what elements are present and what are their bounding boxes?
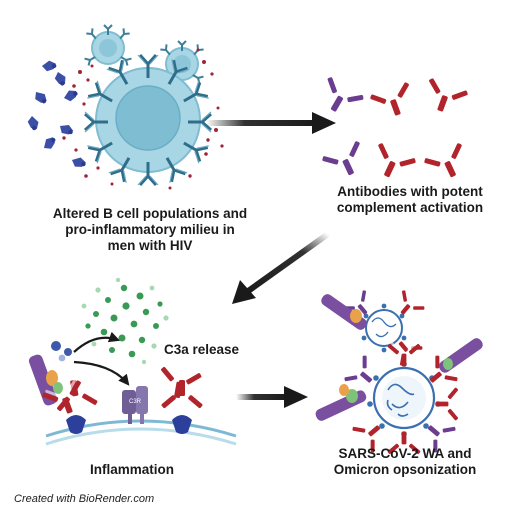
arrow-icon xyxy=(206,112,336,134)
receptor-label: C3R xyxy=(129,399,142,405)
small-cell-icon xyxy=(83,24,133,67)
antigen-icon xyxy=(26,59,87,169)
arrow-icon xyxy=(232,231,330,304)
antibody-icon xyxy=(314,73,473,186)
antibodies-caption: Antibodies with potent complement activa… xyxy=(300,184,520,216)
antibodies-caption-line-1: Antibodies with potent xyxy=(337,184,483,199)
receptor-icon: C3R xyxy=(122,386,148,424)
complement-icon xyxy=(51,341,72,362)
sars-caption: SARS-CoV-2 WA and Omicron opsonization xyxy=(300,446,510,478)
cytokine-dots xyxy=(62,48,224,190)
antibody-icon xyxy=(52,364,204,434)
c3a-molecule-icon xyxy=(81,277,169,365)
c3a-caption: C3a release xyxy=(164,342,240,357)
arrow-icon xyxy=(236,386,308,408)
b-cell-caption-line-2: pro-inflammatory milieu in xyxy=(65,222,235,237)
virus-icon xyxy=(315,287,483,456)
b-cell-caption-line-3: men with HIV xyxy=(107,238,193,253)
sars-caption-line-1: SARS-CoV-2 WA and xyxy=(338,446,472,461)
virus-icon xyxy=(28,354,90,421)
biorender-credit: Created with BioRender.com xyxy=(14,493,155,505)
b-cell-caption: Altered B cell populations and pro-infla… xyxy=(28,206,272,254)
b-cell-icon xyxy=(26,24,224,190)
sars-caption-line-2: Omicron opsonization xyxy=(333,462,477,477)
antibodies-caption-line-2: complement activation xyxy=(336,200,484,215)
inflammation-caption: Inflammation xyxy=(89,462,174,477)
arrow-icon xyxy=(73,331,130,386)
b-cell-caption-line-1: Altered B cell populations and xyxy=(52,206,248,221)
